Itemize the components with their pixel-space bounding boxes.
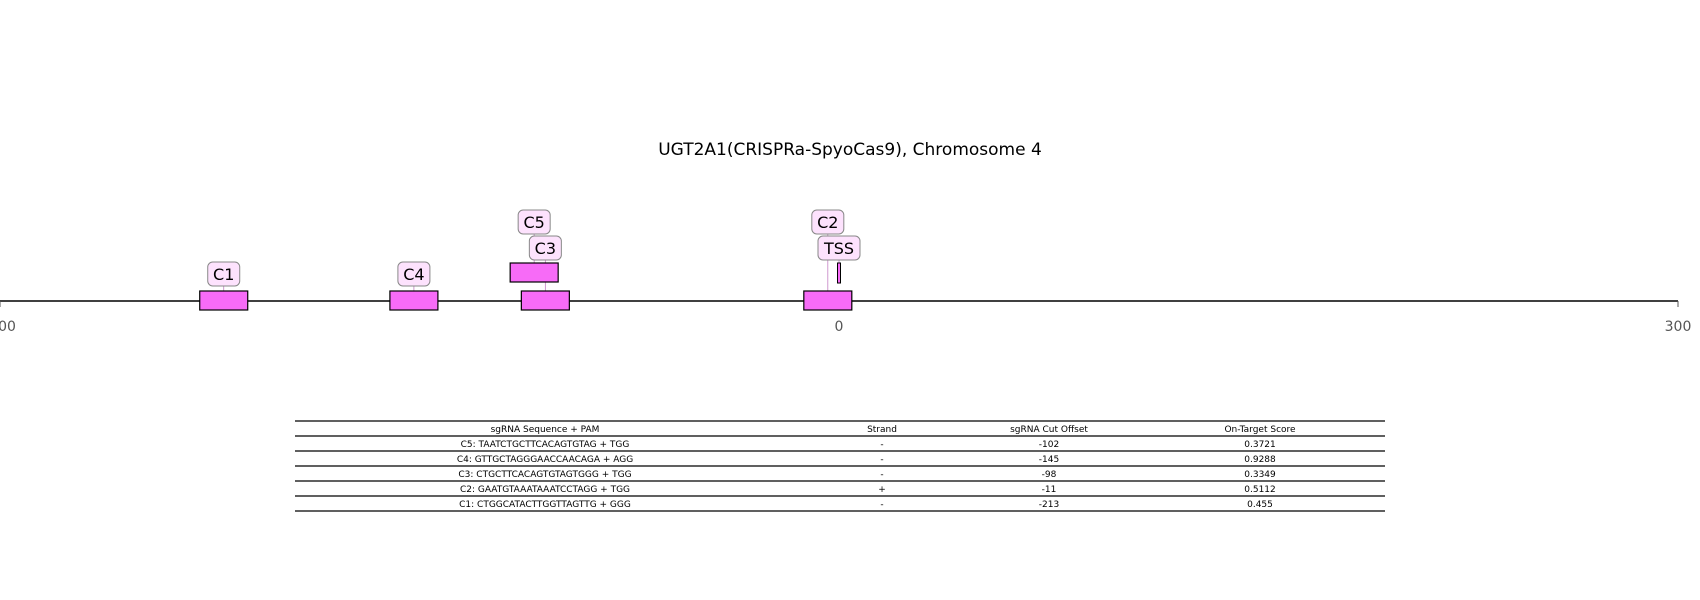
guide-box-c5 <box>509 262 559 283</box>
guide-label-box <box>397 261 431 287</box>
table-cell: 0.3721 <box>1244 440 1276 450</box>
guide-box-c2 <box>803 290 853 311</box>
tss-marker <box>837 262 841 284</box>
table-cell: 0.455 <box>1247 500 1273 510</box>
table-header-cell: sgRNA Cut Offset <box>1010 425 1088 435</box>
table-header-row: sgRNA Sequence + PAM Strand sgRNA Cut Offs… <box>491 425 1296 435</box>
guide-label: TSS <box>823 239 854 258</box>
guide-label: C3 <box>535 239 556 258</box>
guide-label-box <box>207 261 241 287</box>
table-header-cell: sgRNA Sequence + PAM <box>491 425 600 435</box>
table-cell: - <box>880 500 883 510</box>
figure-title: UGT2A1(CRISPRa-SpyoCas9), Chromosome 4 <box>658 140 1042 160</box>
guide-label: C4 <box>403 265 424 284</box>
guide-box-c3 <box>520 290 570 311</box>
table-cell: C3: CTGCTTCACAGTGTAGTGGG + TGG <box>458 470 631 480</box>
guide-label-box <box>528 235 562 261</box>
table-header-cell: Strand <box>867 425 897 435</box>
guide-label: C5 <box>523 213 544 232</box>
axis-tick-label: 300 <box>1665 319 1692 335</box>
guide-label-box <box>517 209 551 235</box>
table-cell: C4: GTTGCTAGGGAACCAACAGA + AGG <box>457 455 633 465</box>
axis-tick-label: 0 <box>835 319 844 335</box>
table-cell: C5: TAATCTGCTTCACAGTGTAG + TGG <box>461 440 630 450</box>
table-header-cell: On-Target Score <box>1224 425 1296 435</box>
guide-label: C1 <box>213 265 234 284</box>
table-row: C1: CTGGCATACTTGGTTAGTTG + GGG - -213 0.455 <box>459 500 1273 510</box>
table-row: C5: TAATCTGCTTCACAGTGTAG + TGG - -102 0.372… <box>461 440 1276 450</box>
table-cell: -11 <box>1042 485 1057 495</box>
guide-box-c4 <box>389 290 439 311</box>
table-cell: -98 <box>1042 470 1057 480</box>
table-row: C3: CTGCTTCACAGTGTAGTGGG + TGG - -98 0.3349 <box>458 470 1276 480</box>
table-cell: - <box>880 455 883 465</box>
table-cell: 0.9288 <box>1244 455 1276 465</box>
table-cell: 0.5112 <box>1244 485 1276 495</box>
guide-label: C2 <box>817 213 838 232</box>
table-cell: -102 <box>1039 440 1059 450</box>
guide-label-box <box>817 235 861 261</box>
sgrna-table: sgRNA Sequence + PAM Strand sgRNA Cut Offs… <box>295 420 1385 512</box>
table-cell: - <box>880 470 883 480</box>
table-row: C4: GTTGCTAGGGAACCAACAGA + AGG - -145 0.928… <box>457 455 1276 465</box>
table-cell: - <box>880 440 883 450</box>
table-cell: C1: CTGGCATACTTGGTTAGTTG + GGG <box>459 500 631 510</box>
guide-box-c1 <box>199 290 249 311</box>
table-row: C2: GAATGTAAATAAATCCTAGG + TGG + -11 0.5112 <box>460 485 1276 495</box>
table-cell: -145 <box>1039 455 1059 465</box>
table-cell: + <box>878 485 886 495</box>
guide-label-box <box>811 209 845 235</box>
table-cell: 0.3349 <box>1244 470 1276 480</box>
axis-tick-label: -300 <box>0 319 16 335</box>
table-cell: C2: GAATGTAAATAAATCCTAGG + TGG <box>460 485 630 495</box>
table-cell: -213 <box>1039 500 1059 510</box>
